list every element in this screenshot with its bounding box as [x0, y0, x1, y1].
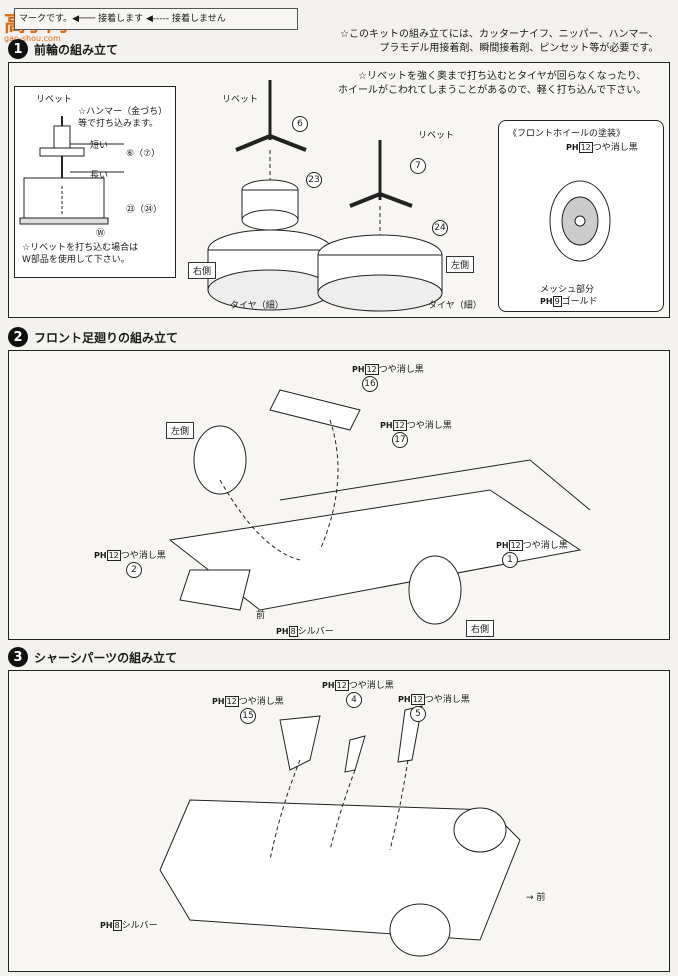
inset-part-23-24: ㉓（㉔） — [126, 205, 163, 215]
ph-mark: PH — [380, 421, 393, 430]
paint-number: 12 — [364, 364, 379, 375]
part-7: 7 — [410, 158, 426, 174]
left-side-tag: 左側 — [166, 422, 195, 439]
wheel-drawing — [549, 180, 611, 262]
paint-number: 8 — [112, 920, 122, 931]
wheel-paint-title: 《フロントホイールの塗装》 — [508, 129, 626, 139]
part-15: 15 — [240, 708, 256, 724]
step-number: 3 — [8, 647, 28, 667]
rivet-label-left: リベット — [418, 131, 455, 141]
front-wheel-drawing — [207, 80, 443, 312]
rivet-inset-drawing — [19, 116, 124, 225]
part-24: 24 — [432, 220, 448, 236]
part-6: 6 — [292, 116, 308, 132]
paint-name: つや消し黒 — [406, 421, 452, 431]
paint-number: 12 — [224, 696, 239, 707]
part-4: 4 — [346, 692, 362, 708]
paint-name: つや消し黒 — [522, 541, 568, 551]
ph-mark: PH — [276, 627, 289, 636]
logo-domain: gao-shou.com — [4, 34, 61, 43]
ph-mark: PH — [398, 695, 411, 704]
front-label: 前 — [256, 611, 266, 621]
step-number: 1 — [8, 39, 28, 59]
mesh-label: メッシュ部分 — [540, 285, 595, 295]
paint-number: 12 — [106, 550, 121, 561]
front-suspension-drawing — [168, 389, 591, 625]
part-1: 1 — [502, 552, 518, 568]
paint-number: 12 — [578, 142, 593, 153]
ph-mark: PH — [566, 143, 579, 152]
paint-name: シルバー — [297, 627, 334, 637]
ph-mark: PH — [540, 297, 553, 306]
step-1-header: 1 前輪の組み立て — [8, 38, 118, 60]
step-2-header: 2 フロント足廻りの組み立て — [8, 326, 178, 348]
paint-number: 12 — [410, 694, 425, 705]
paint-name: つや消し黒 — [378, 365, 424, 375]
ph-mark: PH — [496, 541, 509, 550]
legend-text: マークです。◀─── 接着します ◀----- 接着しません — [19, 14, 226, 24]
paint-name: つや消し黒 — [348, 681, 394, 691]
paint-name: つや消し黒 — [592, 143, 638, 153]
part-2: 2 — [126, 562, 142, 578]
glue-legend: マークです。◀─── 接着します ◀----- 接着しません — [14, 8, 298, 30]
ph-mark: PH — [352, 365, 365, 374]
paint-number: 8 — [288, 626, 298, 637]
part-16: 16 — [362, 376, 378, 392]
paint-name: つや消し黒 — [120, 551, 166, 561]
paint-name: ゴールド — [561, 297, 598, 307]
paint-number: 12 — [392, 420, 407, 431]
tools-note: ☆このキットの組み立てには、カッターナイフ、ニッパー、ハンマー、 プラモデル用接… — [340, 29, 659, 54]
paint-number: 12 — [508, 540, 523, 551]
paint-number: 9 — [552, 296, 562, 307]
ph-mark: PH — [100, 921, 113, 930]
part-17: 17 — [392, 432, 408, 448]
inset-long-label: 長い — [90, 171, 109, 181]
paint-name: つや消し黒 — [424, 695, 470, 705]
inset-part-w: Ⓦ — [96, 229, 106, 239]
paint-name: シルバー — [121, 921, 158, 931]
inset-w-note: ☆リベットを打ち込む場合は W部品を使用して下さい。 — [22, 243, 139, 265]
ph-mark: PH — [212, 697, 225, 706]
front-arrow-label: → 前 — [526, 893, 546, 903]
tire-label-left: タイヤ（細） — [428, 301, 482, 311]
rivet-note: ☆リベットを強く奥まで打ち込むとタイヤが回らなくなったり、 ホイールがこわれてし… — [338, 71, 647, 96]
left-side-tag: 左側 — [446, 256, 475, 273]
step-title: 前輪の組み立て — [34, 42, 119, 57]
step-title: シャーシパーツの組み立て — [34, 650, 178, 665]
step-title: フロント足廻りの組み立て — [34, 330, 179, 345]
right-side-tag: 右側 — [466, 620, 495, 637]
ph-mark: PH — [322, 681, 335, 690]
part-5: 5 — [410, 706, 426, 722]
step-number: 2 — [8, 327, 28, 347]
paint-number: 12 — [334, 680, 349, 691]
step-3-header: 3 シャーシパーツの組み立て — [8, 646, 177, 668]
chassis-drawing — [159, 705, 521, 957]
part-23: 23 — [306, 172, 322, 188]
right-side-tag: 右側 — [188, 262, 217, 279]
tire-label-right: タイヤ（細） — [230, 301, 284, 311]
inset-rivet-label: リベット — [36, 95, 73, 105]
rivet-label-right: リベット — [222, 95, 259, 105]
inset-part-6-7: ⑥（⑦） — [126, 149, 161, 159]
paint-name: つや消し黒 — [238, 697, 284, 707]
inset-hammer-label: ☆ハンマー（金づち） 等で打ち込みます。 — [78, 107, 168, 129]
ph-mark: PH — [94, 551, 107, 560]
inset-short-label: 短い — [90, 141, 109, 151]
